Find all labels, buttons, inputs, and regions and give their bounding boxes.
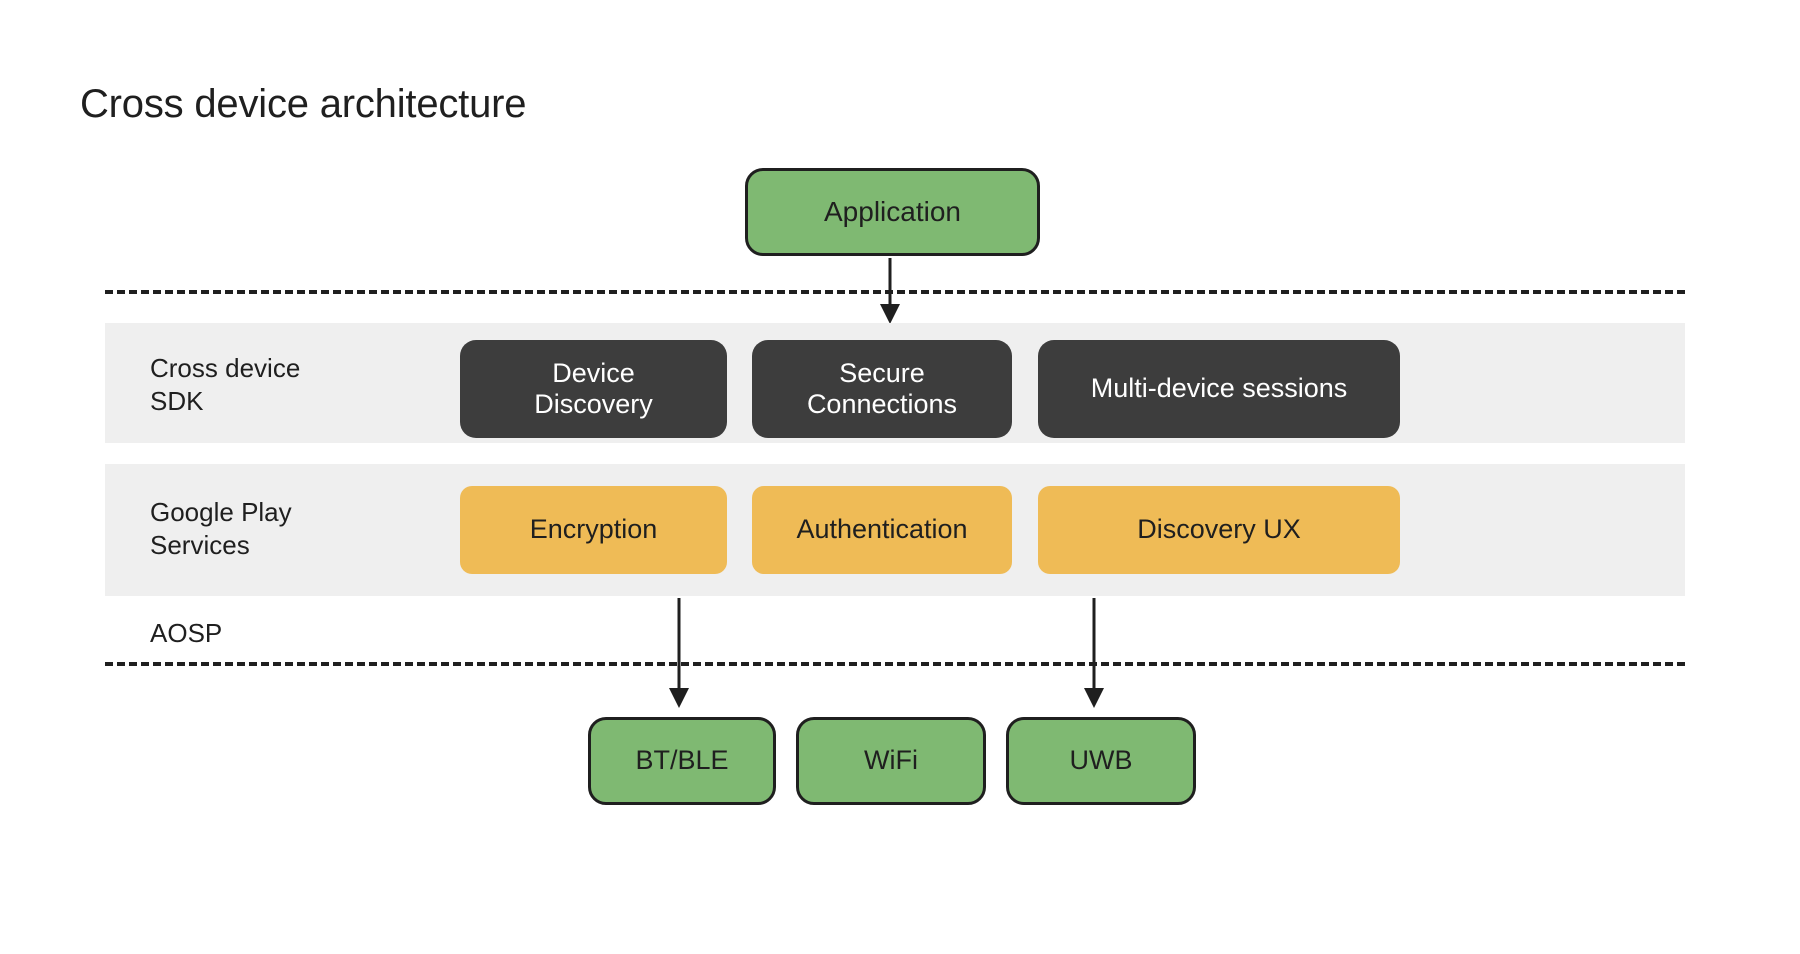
page-title: Cross device architecture xyxy=(80,82,527,126)
node-multi-device-sessions[interactable]: Multi-device sessions xyxy=(1038,340,1400,438)
node-multi-device-sessions-label: Multi-device sessions xyxy=(1090,373,1348,404)
node-discovery-ux[interactable]: Discovery UX xyxy=(1038,486,1400,574)
node-uwb-label: UWB xyxy=(1069,745,1133,776)
node-device-discovery-label: Device Discovery xyxy=(534,357,653,419)
dashed-divider-bottom xyxy=(105,662,1685,666)
node-discovery-ux-label: Discovery UX xyxy=(1137,514,1301,545)
arrow-shaft xyxy=(888,258,892,306)
node-uwb[interactable]: UWB xyxy=(1006,717,1196,805)
arrow-application-to-sdk xyxy=(876,258,904,324)
layer-label-google-play-services: Google Play Services xyxy=(150,497,292,560)
node-secure-connections[interactable]: Secure Connections xyxy=(752,340,1012,438)
arrow-encryption-to-bt-ble xyxy=(665,598,693,708)
node-wifi-label: WiFi xyxy=(864,745,918,776)
node-application[interactable]: Application xyxy=(745,168,1040,256)
arrow-shaft xyxy=(1092,598,1096,690)
node-secure-connections-label: Secure Connections xyxy=(806,357,958,419)
dashed-divider-top xyxy=(105,290,1685,294)
node-device-discovery[interactable]: Device Discovery xyxy=(460,340,727,438)
node-encryption-label: Encryption xyxy=(529,514,658,545)
node-encryption[interactable]: Encryption xyxy=(460,486,727,574)
arrow-head xyxy=(1084,688,1104,708)
node-authentication-label: Authentication xyxy=(796,514,968,545)
node-bt-ble[interactable]: BT/BLE xyxy=(588,717,776,805)
node-application-label: Application xyxy=(824,195,961,227)
arrow-head xyxy=(880,304,900,324)
layer-label-cross-device-sdk: Cross device SDK xyxy=(150,353,301,416)
arrow-discovery-ux-to-uwb xyxy=(1080,598,1108,708)
arrow-head xyxy=(669,688,689,708)
node-bt-ble-label: BT/BLE xyxy=(635,745,729,776)
node-wifi[interactable]: WiFi xyxy=(796,717,986,805)
layer-label-aosp: AOSP xyxy=(150,618,223,648)
arrow-shaft xyxy=(677,598,681,690)
node-authentication[interactable]: Authentication xyxy=(752,486,1012,574)
